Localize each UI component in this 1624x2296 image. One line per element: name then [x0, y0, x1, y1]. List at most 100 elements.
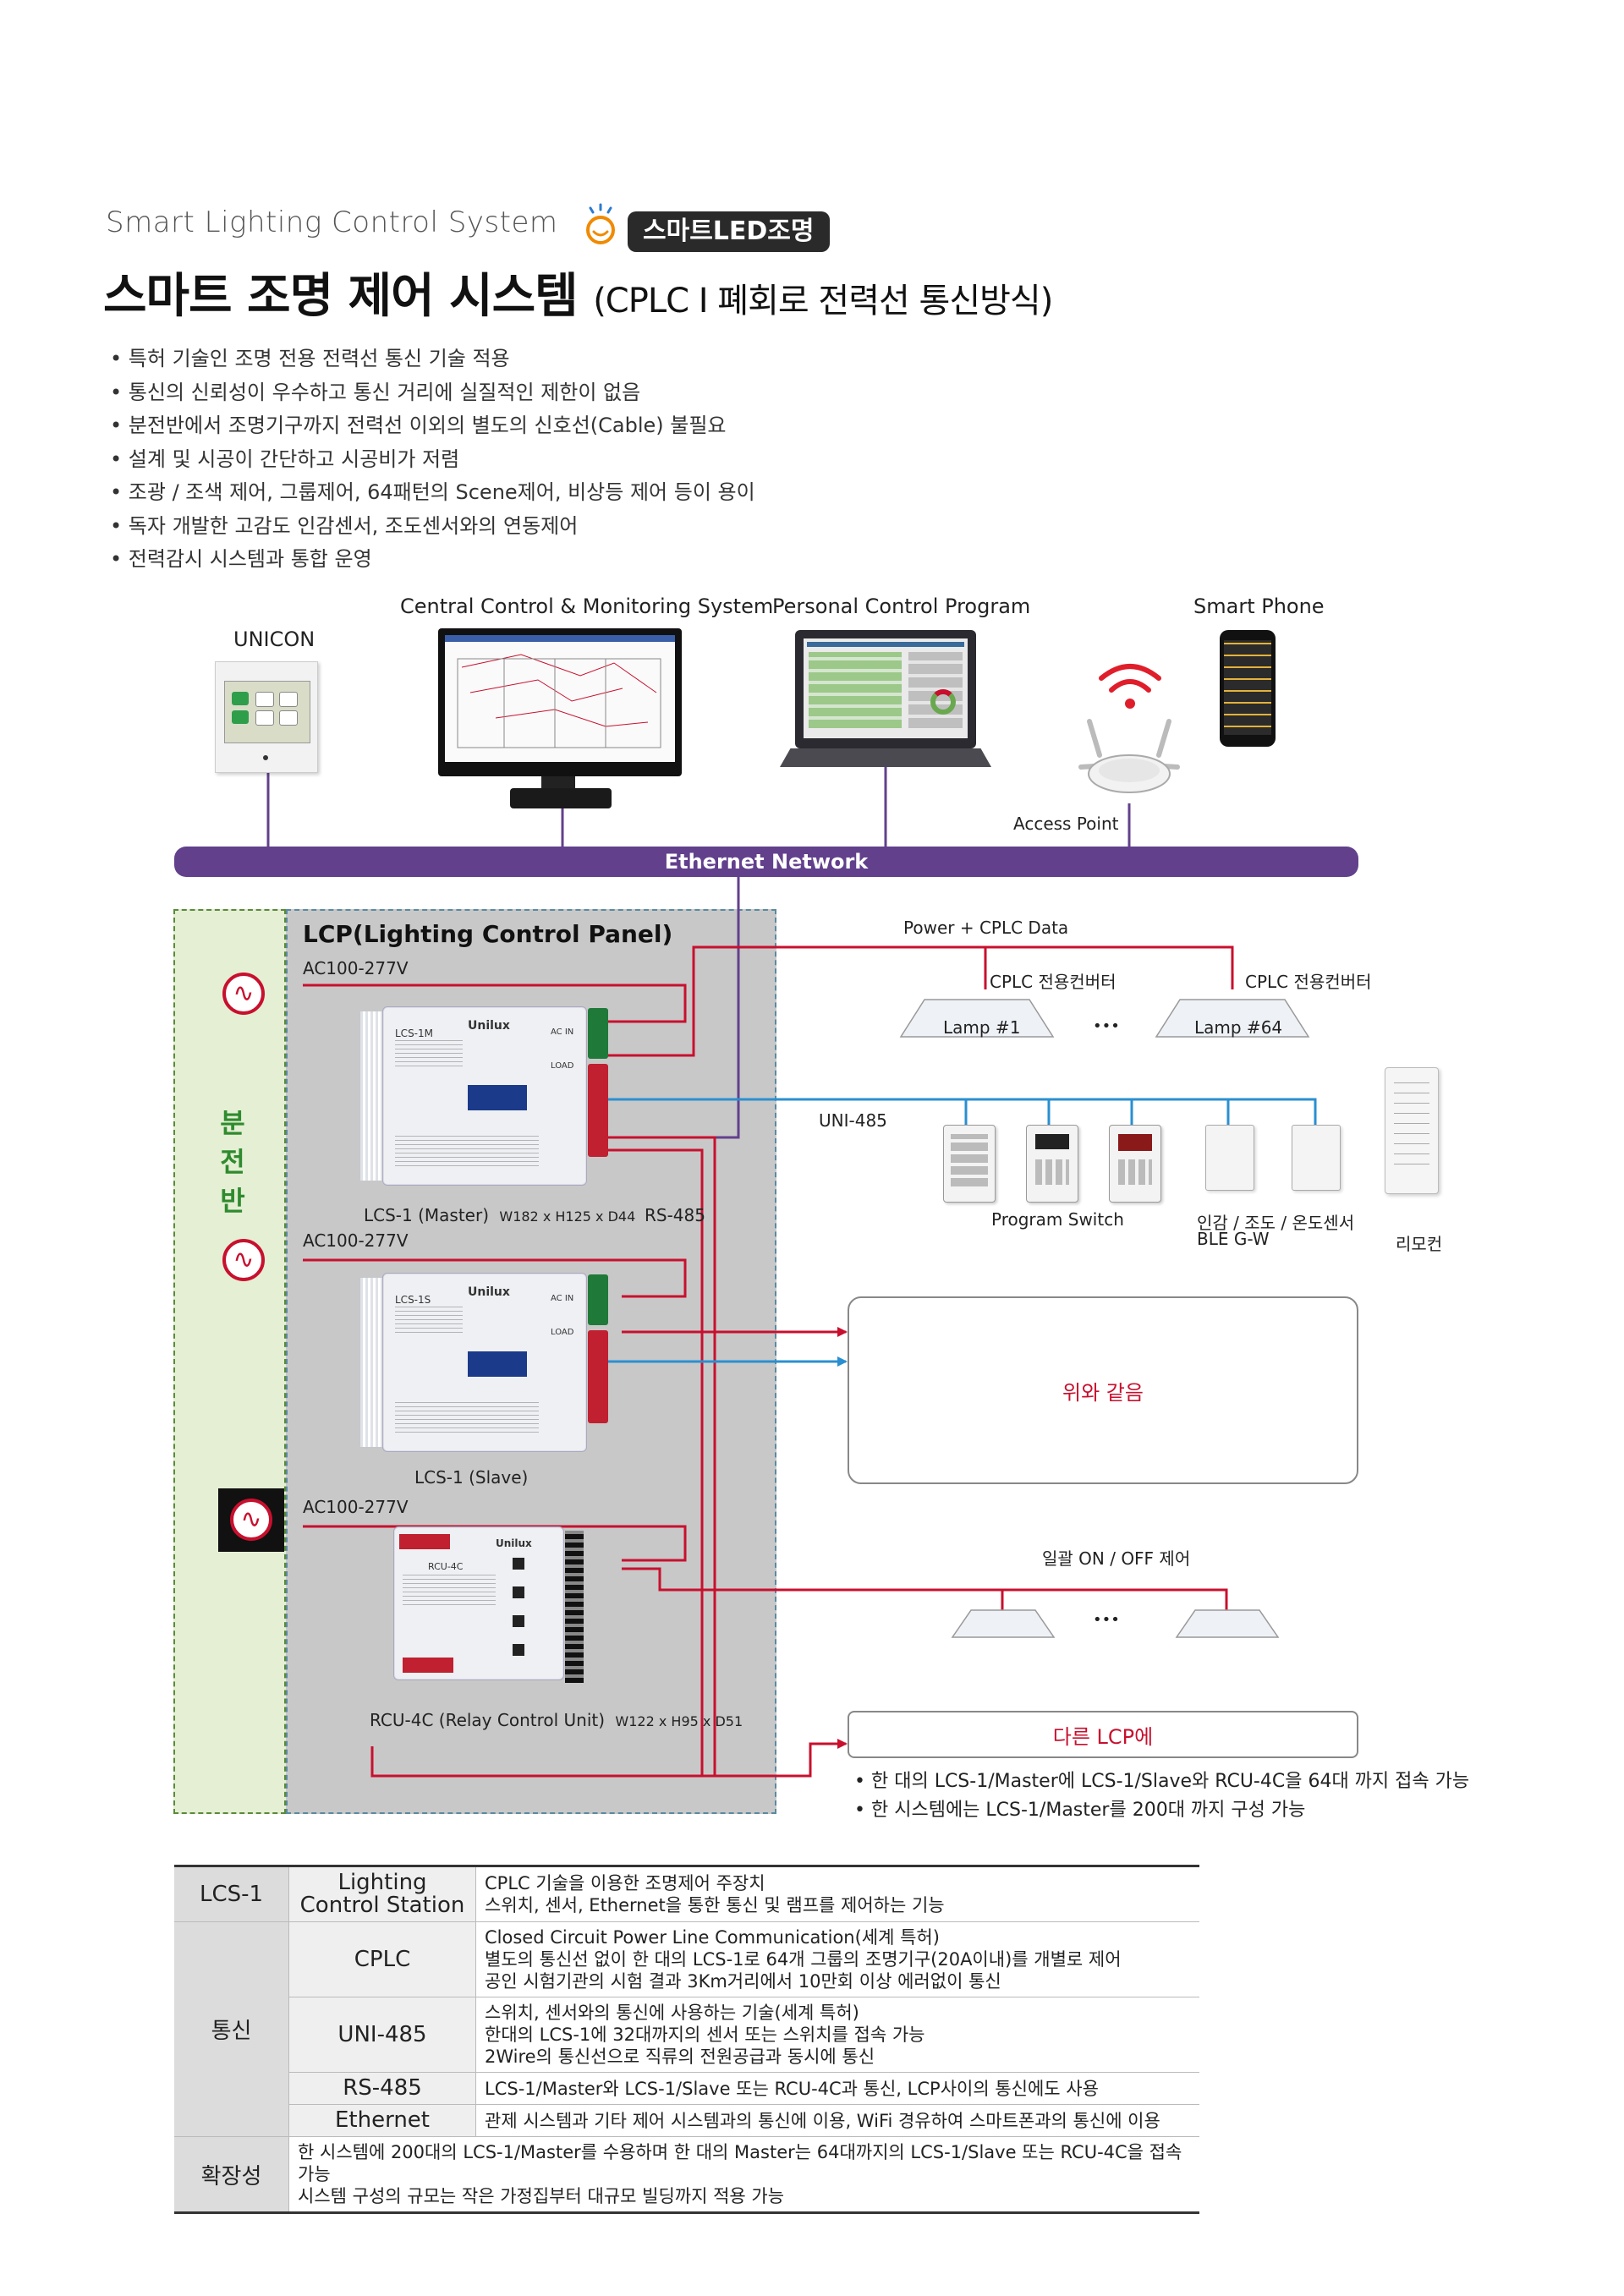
spec-table: LCS-1 Lighting Control Station CPLC 기술을 … [174, 1865, 1199, 2214]
title-sub: (CPLC I 폐회로 전력선 통신방식) [593, 282, 1053, 321]
table-description: 한 시스템에 200대의 LCS-1/Master를 수용하며 한 대의 Mas… [288, 2136, 1199, 2214]
list-item: 전력감시 시스템과 통합 운영 [110, 543, 755, 577]
list-item: 조광 / 조색 제어, 그룹제어, 64패턴의 Scene제어, 비상등 제어 … [110, 476, 755, 510]
ellipsis: ••• [1093, 1017, 1120, 1035]
ac-power-icon: ∿ [230, 1499, 272, 1541]
lamp-label: Lamp #1 [943, 1017, 1021, 1038]
program-switch [943, 1125, 996, 1203]
access-point-label: Access Point [1013, 814, 1119, 834]
sensor-device [1292, 1125, 1341, 1191]
ac-voltage-label: AC100-277V [303, 1230, 409, 1251]
device-load: LOAD [551, 1061, 574, 1071]
table-row: LCS-1 Lighting Control Station CPLC 기술을 … [174, 1865, 1199, 1922]
device-brand: Unilux [468, 1285, 510, 1299]
terminal-block [588, 1064, 608, 1157]
list-item: 독자 개발한 고감도 인감센서, 조도센서와의 연동제어 [110, 510, 755, 544]
sensor-label: 인감 / 조도 / 온도센서 [1197, 1213, 1355, 1233]
terminal-block [588, 1008, 608, 1059]
ac-power-icon-box: ∿ [218, 1488, 284, 1552]
table-description: Closed Circuit Power Line Communication(… [475, 1921, 1199, 1997]
table-subcategory: Ethernet [288, 2104, 476, 2137]
device-brand: Unilux [468, 1019, 510, 1033]
lcp-title: LCP(Lighting Control Panel) [303, 920, 673, 948]
smartphone-screen [1224, 640, 1271, 735]
notes-list: 한 대의 LCS-1/Master에 LCS-1/Slave와 RCU-4C을 … [854, 1767, 1469, 1825]
smart-led-badge: 스마트LED조명 [628, 211, 830, 252]
device-model: LCS-1S [395, 1294, 431, 1306]
ellipsis: ••• [1093, 1611, 1120, 1629]
table-description: CPLC 기술을 이용한 조명제어 주장치 스위치, 센서, Ethernet을… [475, 1865, 1199, 1922]
lamp-icon [951, 1609, 1056, 1638]
unicon-screen [224, 681, 310, 743]
list-item: 한 대의 LCS-1/Master에 LCS-1/Slave와 RCU-4C을 … [854, 1767, 1469, 1796]
other-lcp-box: 다른 LCP에 [848, 1711, 1358, 1758]
monitor-neck [541, 776, 575, 788]
ac-voltage-label: AC100-277V [303, 1497, 409, 1517]
table-subcategory: Lighting Control Station [288, 1865, 476, 1922]
device-model: RCU-4C [428, 1561, 464, 1572]
same-as-above-box: 위와 같음 [848, 1296, 1358, 1484]
ac-power-icon: ∿ [222, 973, 265, 1015]
table-description: LCS-1/Master와 LCS-1/Slave 또는 RCU-4C과 통신,… [475, 2072, 1199, 2105]
table-row: Ethernet 관제 시스템과 기타 제어 시스템과의 통신에 이용, WiF… [174, 2104, 1199, 2137]
power-cplc-label: Power + CPLC Data [903, 918, 1069, 938]
program-switch [1109, 1125, 1161, 1203]
unicon-panel [215, 661, 318, 773]
converter-label: CPLC 전용컨버터 [1245, 972, 1372, 992]
personal-program-label: Personal Control Program [772, 595, 1031, 618]
lamp-icon [1155, 999, 1310, 1038]
laptop-screen [804, 638, 968, 738]
sensor-label-2: BLE G-W [1197, 1229, 1270, 1249]
table-row: 확장성 한 시스템에 200대의 LCS-1/Master를 수용하며 한 대의… [174, 2136, 1199, 2214]
program-switch-label: Program Switch [991, 1209, 1124, 1230]
converter-label: CPLC 전용컨버터 [990, 972, 1116, 992]
monitor [438, 628, 682, 776]
laptop-base [780, 748, 991, 767]
smartphone-label: Smart Phone [1193, 595, 1325, 618]
monitor-stand [510, 788, 612, 808]
bulb-smile-icon [586, 203, 615, 244]
table-description: 관제 시스템과 기타 제어 시스템과의 통신에 이용, WiFi 경유하여 스마… [475, 2104, 1199, 2137]
distribution-panel-label: 분 전 반 [220, 1107, 245, 1217]
distribution-panel [173, 909, 286, 1814]
sensor-device [1205, 1125, 1254, 1191]
master-label: LCS-1 (Master) W182 x H125 x D44 [364, 1205, 636, 1225]
ethernet-network-bar: Ethernet Network [174, 847, 1358, 877]
list-item: 특허 기술인 조명 전용 전력선 통신 기술 적용 [110, 342, 755, 376]
device-lcd [468, 1085, 527, 1110]
table-category: LCS-1 [174, 1865, 289, 1922]
monitor-screen [445, 635, 675, 762]
list-item: 통신의 신뢰성이 우수하고 통신 거리에 실질적인 제한이 없음 [110, 376, 755, 410]
list-item: 분전반에서 조명기구까지 전력선 이외의 별도의 신호선(Cable) 불필요 [110, 409, 755, 443]
laptop [795, 630, 976, 748]
table-subcategory: CPLC [288, 1921, 476, 1997]
lamp-icon [1175, 1609, 1280, 1638]
ac-voltage-label: AC100-277V [303, 958, 409, 978]
smartphone [1220, 630, 1276, 747]
device-model: LCS-1M [395, 1027, 433, 1039]
lcs1-slave-device: LCS-1S Unilux AC IN LOAD [382, 1273, 587, 1452]
program-switch [1026, 1125, 1078, 1203]
terminal-block [588, 1274, 608, 1325]
page-title: 스마트 조명 제어 시스템 (CPLC I 폐회로 전력선 통신방식) [103, 258, 1053, 326]
rcu-label: RCU-4C (Relay Control Unit) W122 x H95 x… [370, 1710, 743, 1730]
terminal-block [565, 1531, 584, 1683]
lcs1-master-device: LCS-1M Unilux AC IN LOAD [382, 1006, 587, 1186]
wifi-icon [1099, 664, 1161, 709]
device-brand: Unilux [496, 1537, 532, 1549]
table-row: 통신 CPLC Closed Circuit Power Line Commun… [174, 1921, 1199, 2137]
central-system-label: Central Control & Monitoring System [400, 595, 774, 618]
list-item: 한 시스템에는 LCS-1/Master를 200대 까지 구성 가능 [854, 1796, 1469, 1825]
uni485-label: UNI-485 [819, 1110, 887, 1131]
table-category: 확장성 [174, 2136, 289, 2214]
remote-label: 리모컨 [1396, 1234, 1443, 1254]
device-load: LOAD [551, 1328, 574, 1337]
table-subcategory: UNI-485 [288, 1997, 476, 2073]
table-category: 통신 [174, 1921, 289, 2137]
table-row: UNI-485 스위치, 센서와의 통신에 사용하는 기술(세계 특허) 한대의… [174, 1997, 1199, 2073]
bulk-onoff-label: 일괄 ON / OFF 제어 [1042, 1548, 1191, 1569]
unicon-label: UNICON [233, 627, 315, 651]
subtitle: Smart Lighting Control System [106, 205, 558, 239]
title-main: 스마트 조명 제어 시스템 [103, 269, 579, 324]
